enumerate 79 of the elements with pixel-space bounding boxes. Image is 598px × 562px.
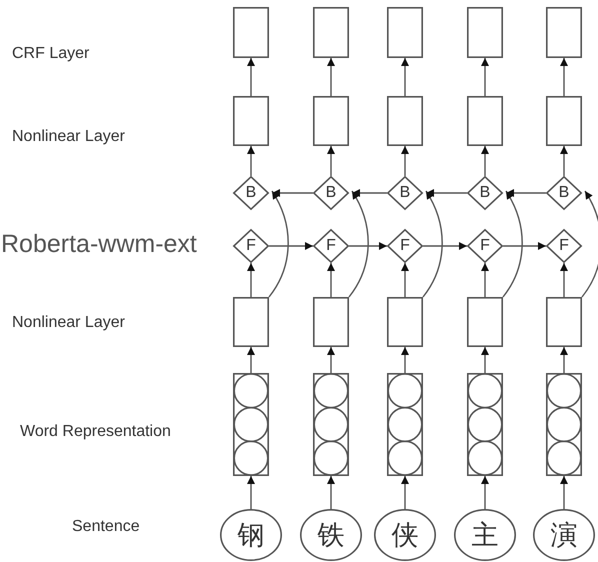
arrow xyxy=(327,476,335,509)
character-ellipse: 铁 xyxy=(300,509,362,561)
layer-box xyxy=(313,96,349,146)
layer-label: Word Representation xyxy=(20,424,171,440)
arrow xyxy=(560,263,568,297)
layer-label: Nonlinear Layer xyxy=(12,315,125,331)
vector-box xyxy=(387,373,423,476)
arrow xyxy=(247,146,255,176)
layer-box xyxy=(546,297,582,347)
arrow xyxy=(327,146,335,176)
arrow xyxy=(247,476,255,509)
arrow xyxy=(422,190,443,298)
vector-box xyxy=(546,373,582,476)
arrow xyxy=(560,347,568,373)
arrow xyxy=(352,189,387,197)
arrow xyxy=(401,263,409,297)
arrow xyxy=(327,263,335,297)
arrow xyxy=(503,242,546,250)
vector-box xyxy=(233,373,269,476)
layer-box xyxy=(233,7,269,58)
lstm-diamond: F xyxy=(546,229,582,263)
arrow xyxy=(481,347,489,373)
character-ellipse: 侠 xyxy=(374,509,436,561)
arrow xyxy=(247,347,255,373)
layer-box xyxy=(233,297,269,347)
arrow xyxy=(247,263,255,297)
lstm-diamond: F xyxy=(313,229,349,263)
arrow xyxy=(423,242,467,250)
arrow xyxy=(401,347,409,373)
arrow xyxy=(327,347,335,373)
arrow xyxy=(481,476,489,509)
layer-box xyxy=(233,96,269,146)
arrow xyxy=(268,190,289,298)
arrow xyxy=(272,189,313,197)
layer-box xyxy=(313,297,349,347)
character-ellipse: 钢 xyxy=(220,509,282,561)
layer-box xyxy=(387,96,423,146)
layer-box xyxy=(467,7,503,58)
lstm-diamond: B xyxy=(467,176,503,210)
arrow xyxy=(560,476,568,509)
layer-label: Sentence xyxy=(72,519,140,535)
lstm-diamond: B xyxy=(546,176,582,210)
arrow xyxy=(247,58,255,96)
arrow xyxy=(401,146,409,176)
arrow xyxy=(506,189,546,197)
lstm-diamond: F xyxy=(387,229,423,263)
arrow xyxy=(349,242,387,250)
layer-box xyxy=(387,7,423,58)
layer-label: Roberta-wwm-ext xyxy=(1,232,197,256)
arrow xyxy=(269,242,313,250)
layer-box xyxy=(546,7,582,58)
layer-box xyxy=(467,96,503,146)
lstm-diamond: B xyxy=(387,176,423,210)
vector-box xyxy=(313,373,349,476)
arrow xyxy=(401,476,409,509)
lstm-diamond: B xyxy=(313,176,349,210)
arrow xyxy=(560,146,568,176)
arrow xyxy=(481,146,489,176)
layer-label: Nonlinear Layer xyxy=(12,129,125,145)
arrow xyxy=(426,189,467,197)
vector-box xyxy=(467,373,503,476)
lstm-diamond: B xyxy=(233,176,269,210)
layer-box xyxy=(467,297,503,347)
arrow xyxy=(481,58,489,96)
lstm-diamond: F xyxy=(467,229,503,263)
arrow xyxy=(348,190,369,298)
layer-box xyxy=(546,96,582,146)
lstm-diamond: F xyxy=(233,229,269,263)
layer-box xyxy=(387,297,423,347)
arrow xyxy=(327,58,335,96)
arrow xyxy=(581,190,598,298)
character-ellipse: 主 xyxy=(454,509,516,561)
character-ellipse: 演 xyxy=(533,509,595,561)
arrow xyxy=(560,58,568,96)
arrow xyxy=(401,58,409,96)
arrow xyxy=(481,263,489,297)
layer-box xyxy=(313,7,349,58)
arrow xyxy=(502,190,523,298)
layer-label: CRF Layer xyxy=(12,46,90,62)
